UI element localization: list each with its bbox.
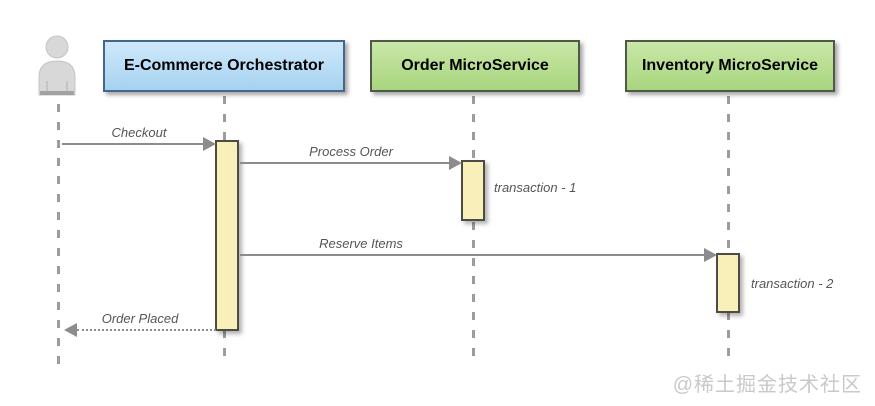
participant-inventory-label: Inventory MicroService — [641, 57, 819, 74]
participant-orchestrator: E-Commerce Orchestrator — [103, 40, 345, 92]
arrowhead-right-icon — [704, 248, 717, 262]
transaction-1-label: transaction - 1 — [494, 180, 577, 195]
participant-inventory-microservice: Inventory MicroService — [625, 40, 835, 92]
message-reserve-items-label: Reserve Items — [319, 236, 403, 251]
actor-person-icon — [38, 35, 76, 96]
arrowhead-left-icon — [64, 323, 77, 337]
watermark-text: @稀土掘金技术社区 — [672, 374, 862, 396]
participant-order-label: Order MicroService — [401, 57, 549, 74]
lifeline-actor — [57, 104, 60, 366]
activation-bar-inventory — [716, 253, 740, 313]
message-order-placed: Order Placed — [64, 311, 216, 337]
message-order-placed-line — [77, 329, 216, 331]
arrowhead-right-icon — [449, 156, 462, 170]
participant-orchestrator-label: E-Commerce Orchestrator — [123, 57, 325, 74]
message-checkout: Checkout — [62, 125, 216, 151]
message-order-placed-label: Order Placed — [101, 311, 179, 326]
activation-bar-order — [461, 160, 485, 221]
message-reserve-items-line — [240, 254, 706, 256]
message-process-order-line — [240, 162, 451, 164]
activation-bar-orchestrator — [215, 140, 239, 331]
lifeline-inventory-microservice — [727, 96, 730, 366]
message-reserve-items: Reserve Items — [240, 236, 717, 262]
participant-order-microservice: Order MicroService — [370, 40, 580, 92]
arrowhead-right-icon — [203, 137, 216, 151]
message-checkout-line — [62, 143, 205, 145]
message-process-order-label: Process Order — [309, 144, 393, 159]
message-process-order: Process Order — [240, 144, 462, 170]
transaction-2-label: transaction - 2 — [751, 276, 834, 291]
message-checkout-label: Checkout — [111, 125, 167, 140]
lifeline-order-microservice — [472, 96, 475, 366]
